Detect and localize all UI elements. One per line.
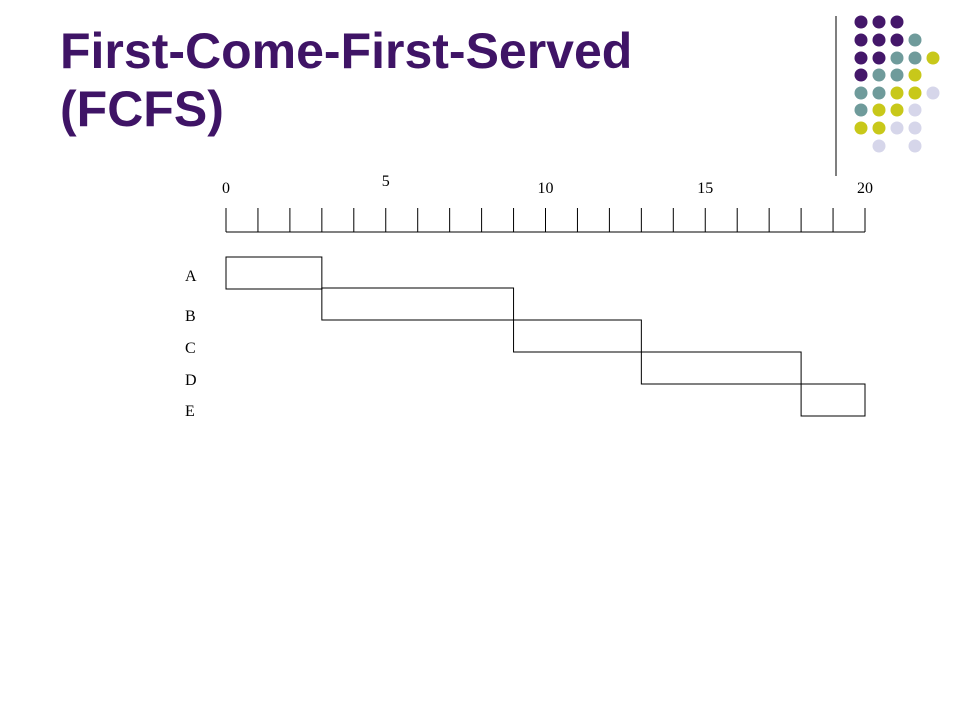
process-label-d: D <box>185 372 197 389</box>
process-bar-d <box>640 351 802 385</box>
tick-label: 15 <box>697 180 713 197</box>
decorative-dot <box>890 33 904 47</box>
process-bar-a <box>225 256 323 290</box>
decorative-dot <box>908 33 922 47</box>
process-label-b: B <box>185 308 196 325</box>
process-label-c: C <box>185 340 196 357</box>
tick-label: 10 <box>538 180 554 197</box>
decorative-dot <box>926 51 940 65</box>
tick-label: 20 <box>857 180 873 197</box>
decorative-dot <box>872 139 886 153</box>
process-bar-b <box>321 287 515 321</box>
decorative-dot <box>908 86 922 100</box>
decorative-dot <box>854 68 868 82</box>
slide-title: First-Come-First-Served (FCFS) <box>60 22 632 138</box>
decorative-dot <box>908 51 922 65</box>
decorative-dot <box>908 103 922 117</box>
decorative-dot <box>872 86 886 100</box>
decorative-dot <box>908 139 922 153</box>
decorative-dot <box>872 15 886 29</box>
decorative-dot <box>872 103 886 117</box>
decorative-dot <box>890 68 904 82</box>
process-bar-e <box>800 383 866 417</box>
decorative-dot <box>872 33 886 47</box>
decorative-dot <box>908 121 922 135</box>
dot-grid <box>854 15 940 153</box>
decorative-dot <box>872 51 886 65</box>
decorative-dot <box>854 121 868 135</box>
decorative-dot <box>908 68 922 82</box>
decorative-dot <box>854 86 868 100</box>
slide-title-line-2: (FCFS) <box>60 81 224 137</box>
decorative-dot <box>890 51 904 65</box>
decorative-dot <box>854 103 868 117</box>
timeline-axis <box>225 208 866 233</box>
decorative-dot <box>890 103 904 117</box>
tick-label: 5 <box>382 173 390 190</box>
decorative-dot <box>872 68 886 82</box>
decorative-dot <box>890 15 904 29</box>
decorative-dot <box>890 121 904 135</box>
timeline-tick-labels: 0 5 10 15 20 <box>222 173 873 197</box>
process-label-a: A <box>185 268 197 285</box>
decorative-dot <box>872 121 886 135</box>
decorative-dot <box>854 33 868 47</box>
decorative-dot <box>854 51 868 65</box>
decorative-dot <box>926 86 940 100</box>
decorative-dot <box>890 86 904 100</box>
tick-label: 0 <box>222 180 230 197</box>
decorative-dot <box>854 15 868 29</box>
slide-title-line-1: First-Come-First-Served <box>60 23 633 79</box>
process-bar-c <box>513 319 642 353</box>
process-label-e: E <box>185 403 195 420</box>
